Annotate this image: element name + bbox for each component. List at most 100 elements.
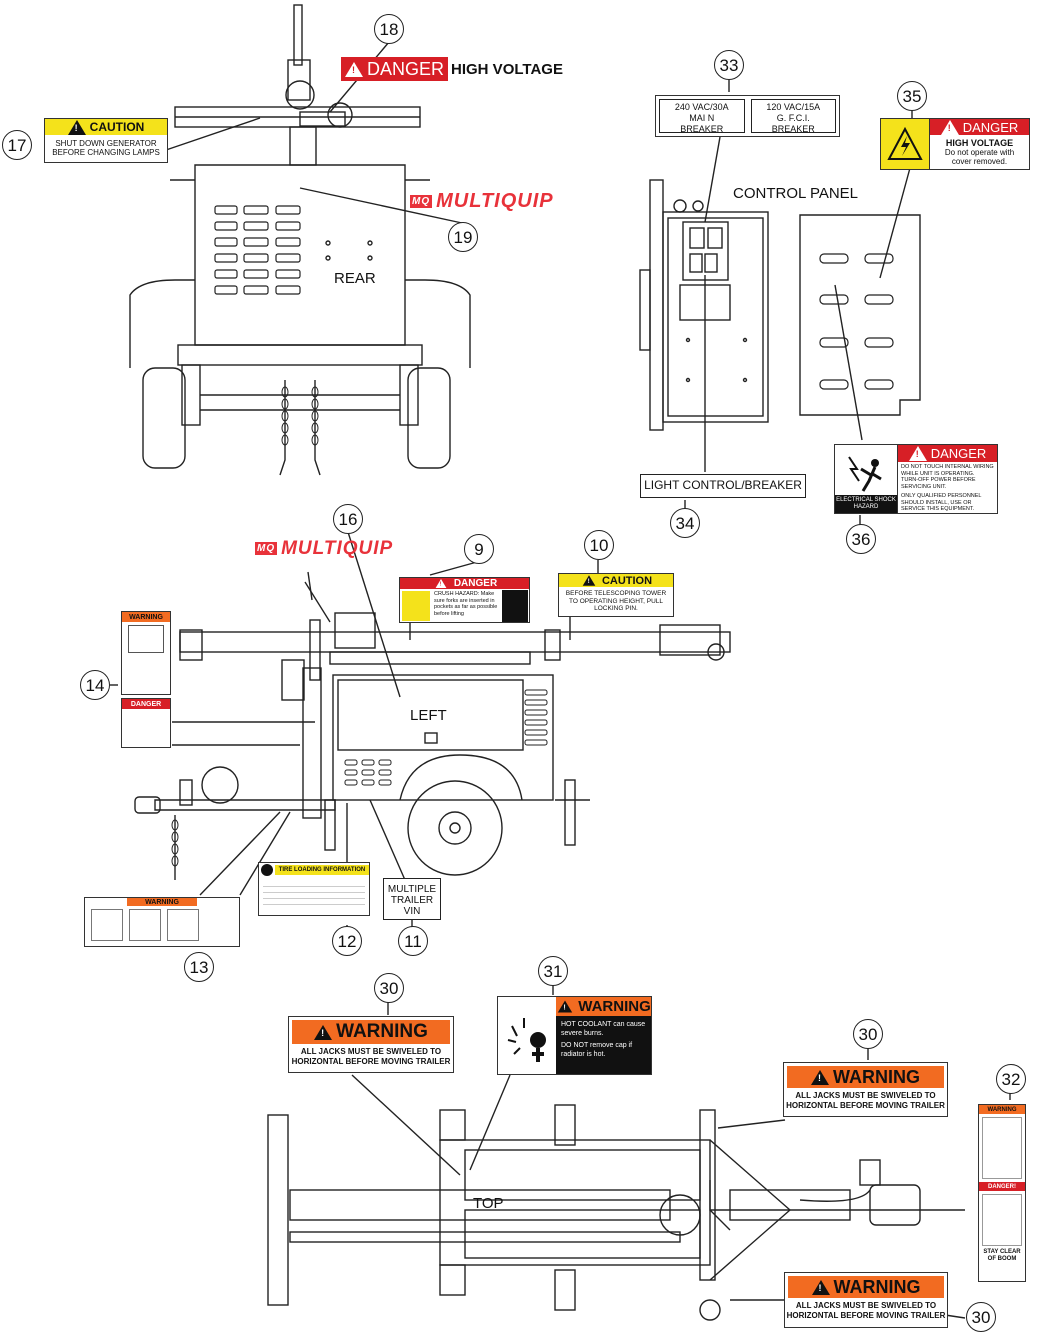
decal-12: TIRE LOADING INFORMATION [258, 862, 370, 916]
decal-11: MULTIPLE TRAILER VIN [383, 878, 441, 920]
top-view-label: TOP [473, 1195, 504, 1212]
decal-36-line3: ONLY QUALIFIED PERSONNEL SHOULD INSTALL,… [901, 493, 982, 512]
decal-31-line1: HOT COOLANT can cause severe burns. [561, 1021, 646, 1037]
decal-35-line1: HIGH VOLTAGE [945, 138, 1014, 148]
control-panel-label: CONTROL PANEL [733, 185, 859, 202]
warning-header: WARNING [127, 898, 197, 906]
warning-triangle-icon [435, 579, 447, 588]
crush-hazard-icon [402, 591, 430, 621]
decal-17-text: SHUT DOWN GENERATOR BEFORE CHANGING LAMP… [52, 139, 160, 157]
tower-hazard-icon [128, 625, 164, 653]
forklift-icon [502, 590, 528, 622]
callout-35: 35 [897, 81, 927, 111]
callout-34: 34 [670, 508, 700, 538]
brand-name: MULTIQUIP [436, 190, 554, 212]
callout-31: 31 [538, 956, 568, 986]
decal-9: DANGER CRUSH HAZARD: Make sure forks are… [399, 577, 530, 623]
danger-header: DANGER [122, 699, 170, 709]
decal-13: WARNING [84, 897, 240, 947]
callout-33: 33 [714, 50, 744, 80]
decal-36: ELECTRICAL SHOCK HAZARD DANGER DO NOT TO… [834, 444, 998, 514]
callout-13: 13 [184, 952, 214, 982]
callout-17: 17 [2, 130, 32, 160]
decal-32-text: STAY CLEAR OF BOOM [983, 1249, 1021, 1262]
mq-badge-icon: MQ [255, 542, 278, 556]
callout-19: 19 [448, 222, 478, 252]
warning-triangle-icon [67, 119, 86, 135]
wheel-icon [167, 909, 199, 941]
warning-triangle-icon [558, 1000, 573, 1013]
caution-header: CAUTION [45, 119, 167, 135]
hot-coolant-icon [498, 997, 556, 1074]
callout-18: 18 [374, 14, 404, 44]
top-view-drawing [267, 1104, 965, 1321]
rear-view-drawing [129, 4, 471, 476]
decal-31: WARNING HOT COOLANT can cause severe bur… [497, 996, 652, 1075]
warning-triangle-icon [940, 119, 959, 135]
decal-36-line2: TURN-OFF POWER BEFORE SERVICING UNIT. [901, 477, 976, 490]
tire-icon [261, 864, 273, 876]
warning-header: WARNING [788, 1276, 944, 1298]
callout-14: 14 [80, 670, 110, 700]
decal-35-line2: Do not operate with [944, 148, 1015, 157]
danger-header: DANGER! [979, 1182, 1025, 1191]
callout-30-b: 30 [853, 1019, 883, 1049]
warning-triangle-icon [314, 1024, 333, 1040]
decal-30-b: WARNING ALL JACKS MUST BE SWIVELED TOHOR… [783, 1062, 948, 1117]
danger-header: DANGER [898, 445, 997, 462]
decal-14-warning: WARNING [121, 611, 171, 695]
mq-badge-icon: MQ [410, 195, 433, 209]
danger-header: DANGER [400, 578, 529, 589]
callout-12: 12 [332, 926, 362, 956]
warning-triangle-icon [811, 1069, 829, 1085]
warning-header: WARNING [122, 612, 170, 622]
electrical-shock-icon [848, 456, 882, 492]
warning-triangle-icon [811, 1279, 830, 1295]
decal-18: DANGER HIGH VOLTAGE [341, 57, 566, 81]
callout-9: 9 [464, 534, 494, 564]
decal-36-line1: DO NOT TOUCH INTERNAL WIRING WHILE UNIT … [901, 464, 994, 477]
callout-36: 36 [846, 524, 876, 554]
control-panel-drawing [639, 179, 921, 431]
caution-header: CAUTION [559, 574, 673, 587]
callout-30-a: 30 [374, 973, 404, 1003]
warning-header: WARNING [292, 1020, 450, 1044]
left-view-label: LEFT [410, 707, 447, 724]
warning-header: WARNING [979, 1105, 1025, 1114]
warning-triangle-icon [582, 575, 596, 586]
jack-icon [129, 909, 161, 941]
hitch-icon [91, 909, 123, 941]
decal-10: CAUTION BEFORE TELESCOPING TOWER TO OPER… [558, 573, 674, 617]
callout-32: 32 [996, 1064, 1026, 1094]
decal-30-a: WARNING ALL JACKS MUST BE SWIVELED TOHOR… [288, 1016, 454, 1073]
warning-header: WARNING [787, 1066, 944, 1088]
warning-triangle-icon [345, 61, 363, 77]
left-view-drawing [134, 571, 731, 880]
decal-10-text: BEFORE TELESCOPING TOWER TO OPERATING HE… [565, 590, 667, 612]
rear-view-label: REAR [334, 270, 376, 287]
boom-hazard-icon [982, 1117, 1022, 1179]
warning-header: WARNING [556, 997, 651, 1016]
tire-load-table [263, 881, 365, 907]
decal-34: LIGHT CONTROL/BREAKER [640, 474, 806, 498]
decal-31-line2: DO NOT remove cap if radiator is hot. [561, 1042, 633, 1058]
callout-10: 10 [584, 530, 614, 560]
high-voltage-icon [881, 119, 930, 169]
brand-name: MULTIQUIP [281, 538, 394, 559]
callout-30-c: 30 [966, 1302, 996, 1332]
decal-32: WARNING DANGER! STAY CLEAR OF BOOM [978, 1104, 1026, 1282]
decal-12-title: TIRE LOADING INFORMATION [275, 865, 369, 875]
decal-14-danger: DANGER [121, 698, 171, 748]
danger-header: DANGER [930, 119, 1029, 135]
decal-35: DANGER HIGH VOLTAGE Do not operate with … [880, 118, 1030, 170]
warning-triangle-icon [908, 446, 927, 461]
shock-hazard-panel: ELECTRICAL SHOCK HAZARD [835, 445, 898, 513]
boom-clearance-icon [982, 1194, 1022, 1246]
decal-18-text: HIGH VOLTAGE [451, 60, 563, 78]
